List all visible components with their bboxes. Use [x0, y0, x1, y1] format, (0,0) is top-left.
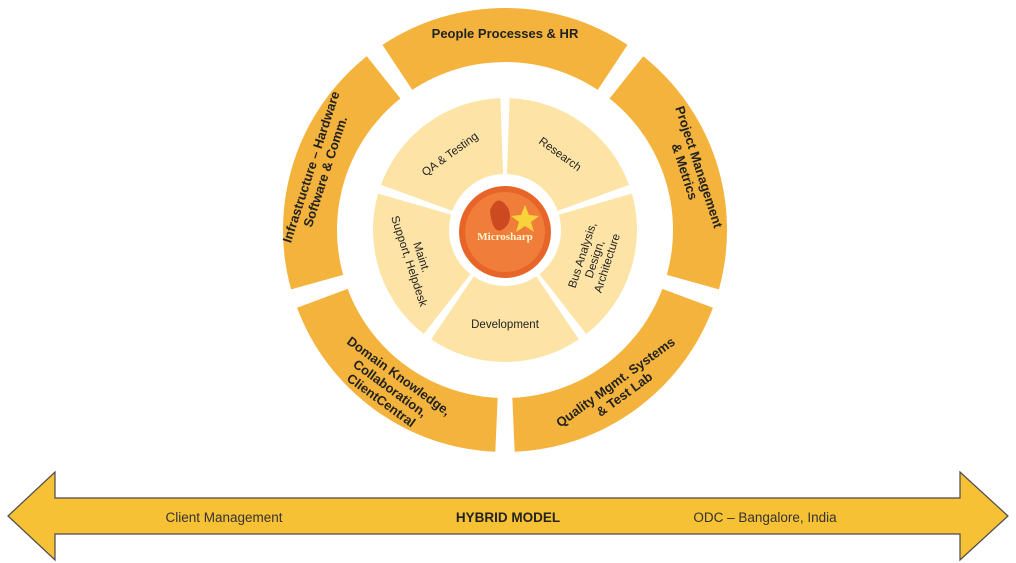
company-logo: Microsharp: [459, 186, 551, 278]
outer-segment-1-line-1: People Processes & HR: [432, 26, 579, 41]
inner-segment-2: [539, 193, 637, 335]
logo-figure-icon: [490, 200, 510, 231]
logo-label: Microsharp: [477, 231, 532, 243]
outer-segment-4: [297, 288, 498, 452]
outer-segment-5: [283, 56, 401, 290]
outer-segment-3: [512, 288, 713, 452]
inner-segment-5: [380, 98, 504, 211]
inner-segment-3-line-1: Development: [471, 319, 540, 331]
inner-segment-3-label: Development: [471, 319, 540, 331]
arrow-right-label: ODC – Bangalore, India: [693, 510, 837, 525]
inner-segment-3: [431, 276, 579, 362]
logo-star-icon: [511, 205, 539, 232]
inner-segment-1: [506, 98, 630, 211]
double-arrow-icon: [7, 470, 1009, 562]
outer-segment-2: [609, 56, 727, 290]
arrow-left-label: Client Management: [165, 510, 282, 525]
arrow-center-label: HYBRID MODEL: [456, 510, 560, 525]
outer-segment-1-label: People Processes & HR: [432, 26, 579, 41]
outer-segment-1: [382, 7, 628, 90]
hybrid-model-arrow: Client Management HYBRID MODEL ODC – Ban…: [7, 470, 1009, 562]
inner-segment-4: [373, 193, 471, 335]
